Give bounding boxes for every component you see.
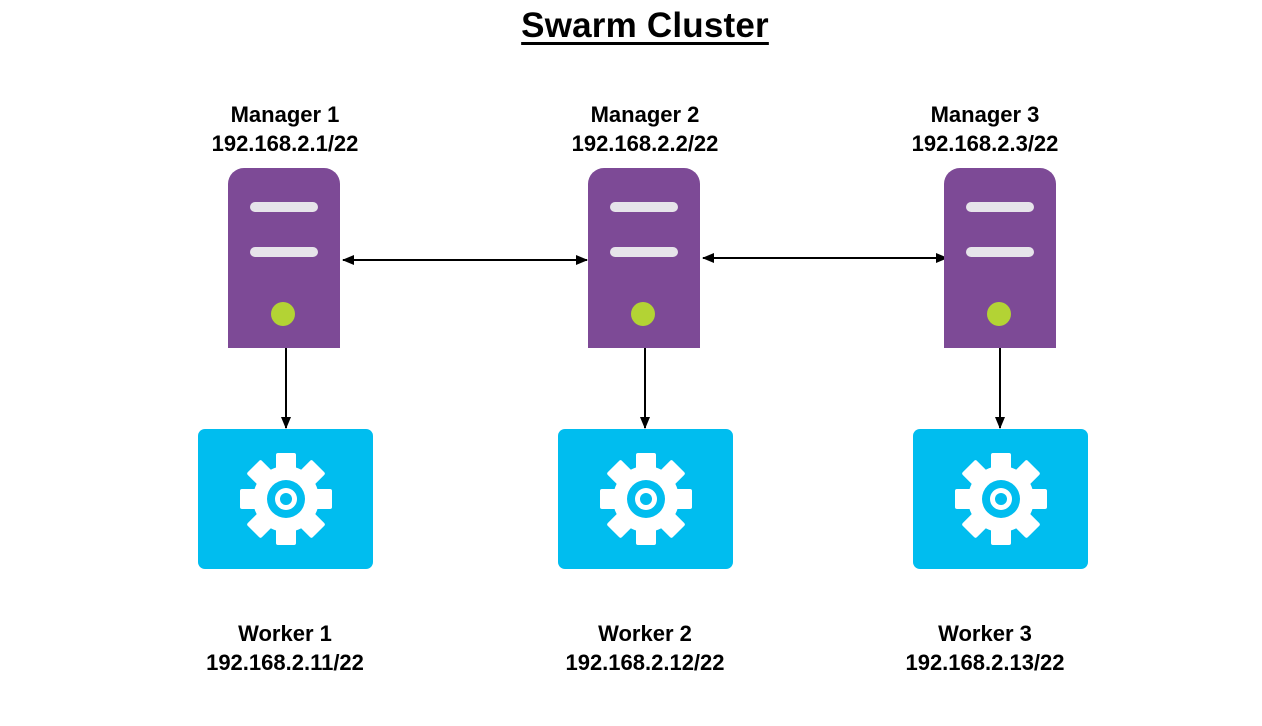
- gear-icon: [600, 453, 692, 545]
- server-status-light-icon: [271, 302, 295, 326]
- manager-1-server-icon: [228, 168, 340, 348]
- manager-2-name: Manager 2: [590, 102, 700, 127]
- manager-2-ip: 192.168.2.2/22: [571, 131, 719, 156]
- worker-3-box: [913, 429, 1088, 569]
- server-slot-icon: [250, 202, 318, 212]
- gear-icon: [955, 453, 1047, 545]
- manager-2-server-icon: [588, 168, 700, 348]
- manager-2-label: Manager 2 192.168.2.2/22: [515, 100, 775, 158]
- manager-3-ip: 192.168.2.3/22: [911, 131, 1059, 156]
- manager-3-name: Manager 3: [930, 102, 1040, 127]
- server-slot-icon: [610, 247, 678, 257]
- diagram-title: Swarm Cluster: [521, 6, 769, 45]
- worker-1-name: Worker 1: [238, 621, 332, 646]
- worker-2-name: Worker 2: [598, 621, 692, 646]
- manager-1-label: Manager 1 192.168.2.1/22: [155, 100, 415, 158]
- worker-1-ip: 192.168.2.11/22: [206, 650, 364, 675]
- worker-2-box: [558, 429, 733, 569]
- server-slot-icon: [250, 247, 318, 257]
- server-status-light-icon: [631, 302, 655, 326]
- manager-1-name: Manager 1: [230, 102, 340, 127]
- manager-3-server-icon: [944, 168, 1056, 348]
- server-slot-icon: [966, 247, 1034, 257]
- worker-3-name: Worker 3: [938, 621, 1032, 646]
- worker-2-ip: 192.168.2.12/22: [565, 650, 725, 675]
- server-slot-icon: [966, 202, 1034, 212]
- worker-3-ip: 192.168.2.13/22: [905, 650, 1065, 675]
- manager-3-label: Manager 3 192.168.2.3/22: [855, 100, 1115, 158]
- server-status-light-icon: [987, 302, 1011, 326]
- worker-1-label: Worker 1 192.168.2.11/22: [155, 619, 415, 677]
- worker-3-label: Worker 3 192.168.2.13/22: [855, 619, 1115, 677]
- server-slot-icon: [610, 202, 678, 212]
- worker-2-label: Worker 2 192.168.2.12/22: [515, 619, 775, 677]
- manager-1-ip: 192.168.2.1/22: [211, 131, 359, 156]
- gear-icon: [240, 453, 332, 545]
- worker-1-box: [198, 429, 373, 569]
